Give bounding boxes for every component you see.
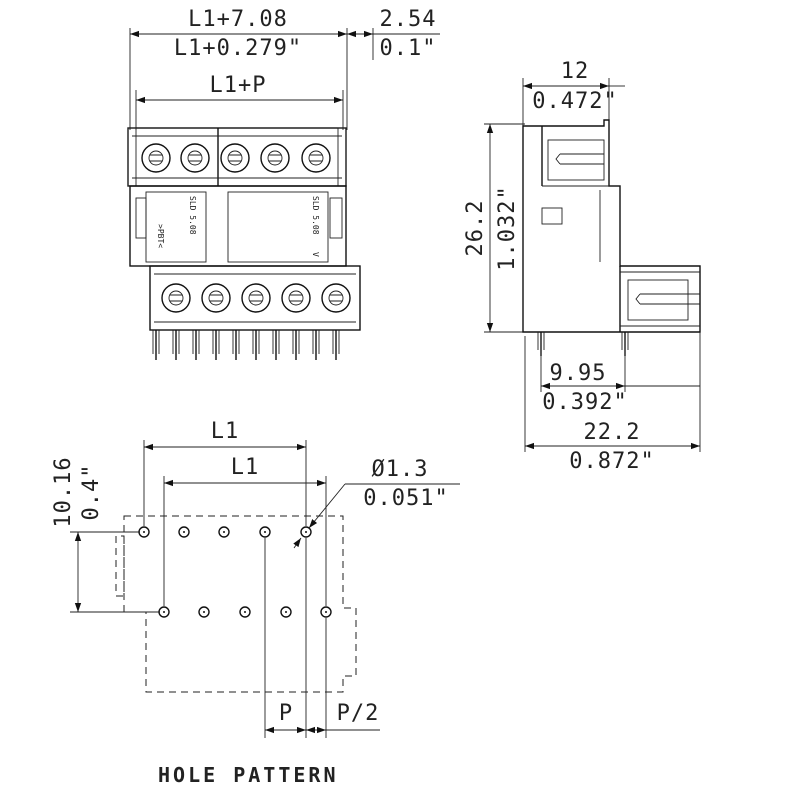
dim-height-mm: 26.2	[463, 200, 488, 257]
dim-depth-in: 0.872"	[569, 449, 654, 474]
marking-v: V	[311, 252, 320, 257]
dim-height-in: 1.032"	[495, 185, 520, 270]
dim-offset-in: 0.392"	[542, 390, 627, 415]
dim-l1-inner: L1	[231, 455, 260, 480]
dim-overall-mm: L1+7.08	[188, 7, 288, 32]
dim-row-in: 0.4"	[79, 464, 104, 521]
dim-top-mm: 12	[561, 59, 590, 84]
pins	[152, 330, 340, 360]
dim-l1-top: L1	[211, 419, 240, 444]
hole-pattern-title: HOLE PATTERN	[158, 763, 339, 787]
dim-offset-mm: 9.95	[550, 361, 607, 386]
dim-pitch-offset-in: 0.1"	[380, 36, 437, 61]
side-view: 12 0.472" 26.2 1.032" 9.95	[463, 59, 701, 474]
marking-pbt: >PBT<	[156, 224, 165, 248]
front-view: L1+7.08 L1+0.279" 2.54 0.1" L1+P S	[127, 7, 440, 360]
dim-overall-in: L1+0.279"	[174, 36, 302, 61]
bottom-row-screws	[161, 283, 351, 313]
dim-pitch-offset-mm: 2.54	[380, 7, 437, 32]
top-row-screws	[141, 143, 331, 173]
hole-pattern: L1 L1 Ø1.3 0.051" 10.16 0.4" P P/2 HOLE …	[51, 419, 460, 787]
dim-row-mm: 10.16	[51, 456, 76, 527]
dim-diameter-mm: Ø1.3	[372, 457, 429, 482]
dim-top-in: 0.472"	[532, 89, 617, 114]
holes-row-1	[138, 526, 312, 538]
holes-row-2	[158, 606, 332, 618]
marking-right: SLD 5.08	[311, 196, 320, 235]
dim-pitch: P	[279, 701, 293, 726]
dim-depth-mm: 22.2	[584, 420, 641, 445]
dim-half-pitch: P/2	[337, 701, 380, 726]
marking-left: SLD 5.08	[188, 196, 197, 235]
dim-l1p: L1+P	[210, 73, 267, 98]
dim-diameter-in: 0.051"	[363, 486, 448, 511]
